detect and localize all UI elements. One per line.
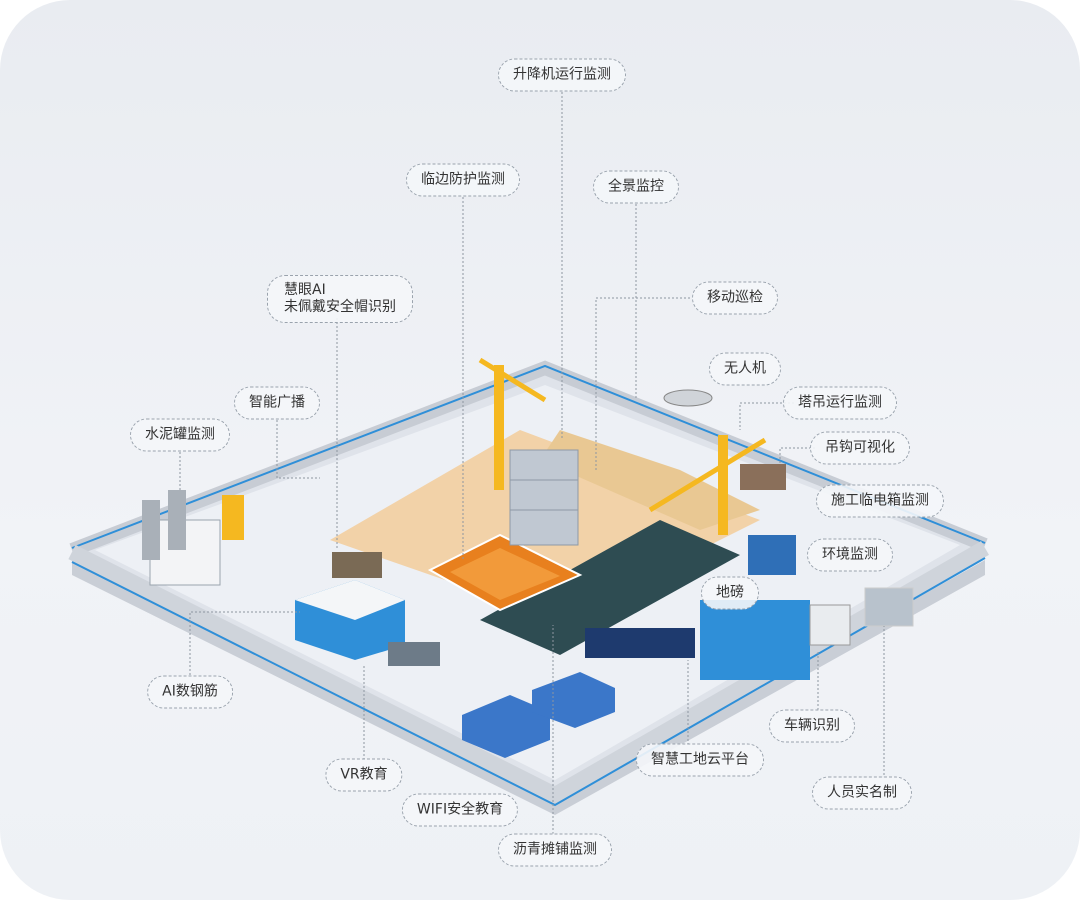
site-gate (700, 600, 810, 680)
sand-zone-right (540, 430, 760, 530)
label-vr-education: VR教育 (325, 758, 403, 792)
factory (149, 519, 221, 586)
label-ai-rebar: AI数钢筋 (147, 675, 233, 709)
office-left (462, 695, 550, 758)
road (480, 520, 740, 655)
tank (142, 500, 160, 560)
label-ai-helmet-line2: 未佩戴安全帽识别 (284, 299, 396, 315)
video-thumb (388, 642, 440, 666)
construction-site-illustration (68, 92, 989, 834)
label-tower-crane: 塔吊运行监测 (783, 386, 897, 420)
cement-silo (222, 495, 244, 540)
label-wifi-education: WIFI安全教育 (401, 793, 519, 827)
label-cloud-platform: 智慧工地云平台 (636, 743, 764, 777)
label-weighbridge: 地磅 (701, 576, 759, 610)
wall-blue-line (71, 364, 986, 549)
crane-right-mast (718, 435, 728, 535)
drone (663, 389, 713, 407)
dashboard-screen (585, 628, 695, 658)
label-hoist-monitoring: 升降机运行监测 (498, 58, 626, 92)
label-real-name: 人员实名制 (812, 776, 912, 810)
site-office-container (748, 535, 796, 575)
label-cement-tank: 水泥罐监测 (130, 418, 230, 452)
label-ai-helmet: 慧眼AI 未佩戴安全帽识别 (267, 275, 413, 323)
video-thumb (332, 552, 382, 578)
label-broadcast: 智能广播 (234, 386, 320, 420)
label-asphalt: 沥青摊铺监测 (498, 833, 612, 867)
label-power-box: 施工临电箱监测 (816, 484, 944, 518)
real-name-turnstile (864, 587, 914, 627)
label-mobile-patrol: 移动巡检 (692, 281, 778, 315)
label-ai-helmet-line1: 慧眼AI (284, 282, 326, 298)
label-edge-protection: 临边防护监测 (406, 163, 520, 197)
label-hook-visual: 吊钩可视化 (810, 431, 910, 465)
crane-left-mast (494, 365, 504, 490)
building-frame (509, 449, 579, 546)
label-panorama-monitoring: 全景监控 (593, 170, 679, 204)
label-environment: 环境监测 (807, 538, 893, 572)
video-thumb (740, 464, 786, 490)
pit-inner (450, 548, 560, 600)
tank (168, 490, 186, 550)
label-drone: 无人机 (709, 352, 781, 386)
label-vehicle-recognition: 车辆识别 (769, 709, 855, 743)
